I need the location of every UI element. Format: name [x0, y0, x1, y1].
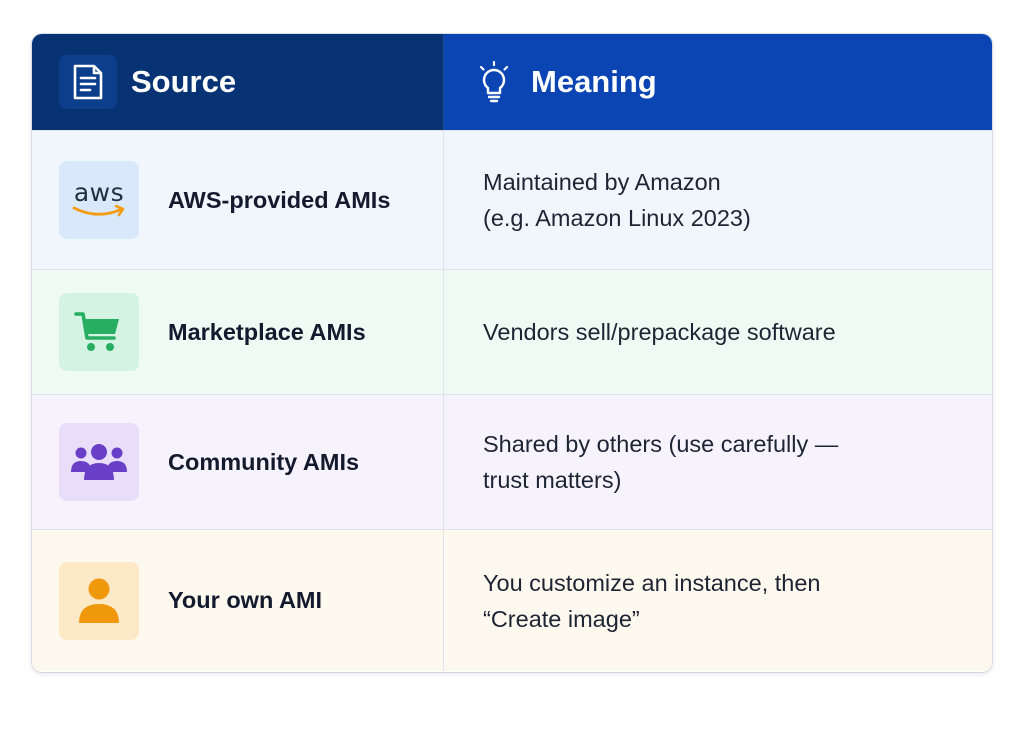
ami-sources-table: Source Meaning aws [32, 34, 992, 672]
table-row: Marketplace AMIs Vendors sell/prepackage… [32, 269, 992, 394]
source-label: Community AMIs [168, 448, 360, 475]
group-icon [59, 423, 139, 501]
source-cell: aws AWS-provided AMIs [32, 131, 444, 269]
meaning-cell: You customize an instance, then “Create … [444, 530, 992, 671]
source-cell: Community AMIs [32, 395, 444, 529]
meaning-cell: Vendors sell/prepackage software [444, 270, 992, 394]
source-cell: Marketplace AMIs [32, 270, 444, 394]
document-icon [59, 55, 117, 109]
source-label: AWS-provided AMIs [168, 186, 391, 213]
meaning-cell: Maintained by Amazon (e.g. Amazon Linux … [444, 131, 992, 269]
table-header: Source Meaning [32, 34, 992, 130]
aws-logo-text: aws [73, 178, 125, 207]
table-row: Community AMIs Shared by others (use car… [32, 394, 992, 529]
meaning-text: You customize an instance, then “Create … [483, 569, 821, 632]
table-row: aws AWS-provided AMIs Maintained by Amaz… [32, 130, 992, 269]
shopping-cart-icon [59, 293, 139, 371]
source-label: Marketplace AMIs [168, 318, 366, 345]
lightbulb-icon [477, 61, 511, 103]
source-label: Your own AMI [168, 587, 323, 613]
user-icon [59, 561, 139, 640]
meaning-text: Maintained by Amazon (e.g. Amazon Linux … [483, 169, 751, 231]
meaning-cell: Shared by others (use carefully — trust … [444, 395, 992, 529]
header-source-cell: Source [32, 34, 444, 130]
meaning-text: Vendors sell/prepackage software [483, 319, 836, 345]
header-meaning-cell: Meaning [444, 34, 992, 130]
meaning-text: Shared by others (use carefully — trust … [483, 431, 839, 493]
header-source-label: Source [131, 64, 237, 99]
aws-logo-icon: aws [59, 161, 139, 239]
table-row: Your own AMI You customize an instance, … [32, 529, 992, 671]
source-cell: Your own AMI [32, 530, 444, 671]
header-meaning-label: Meaning [531, 64, 657, 99]
